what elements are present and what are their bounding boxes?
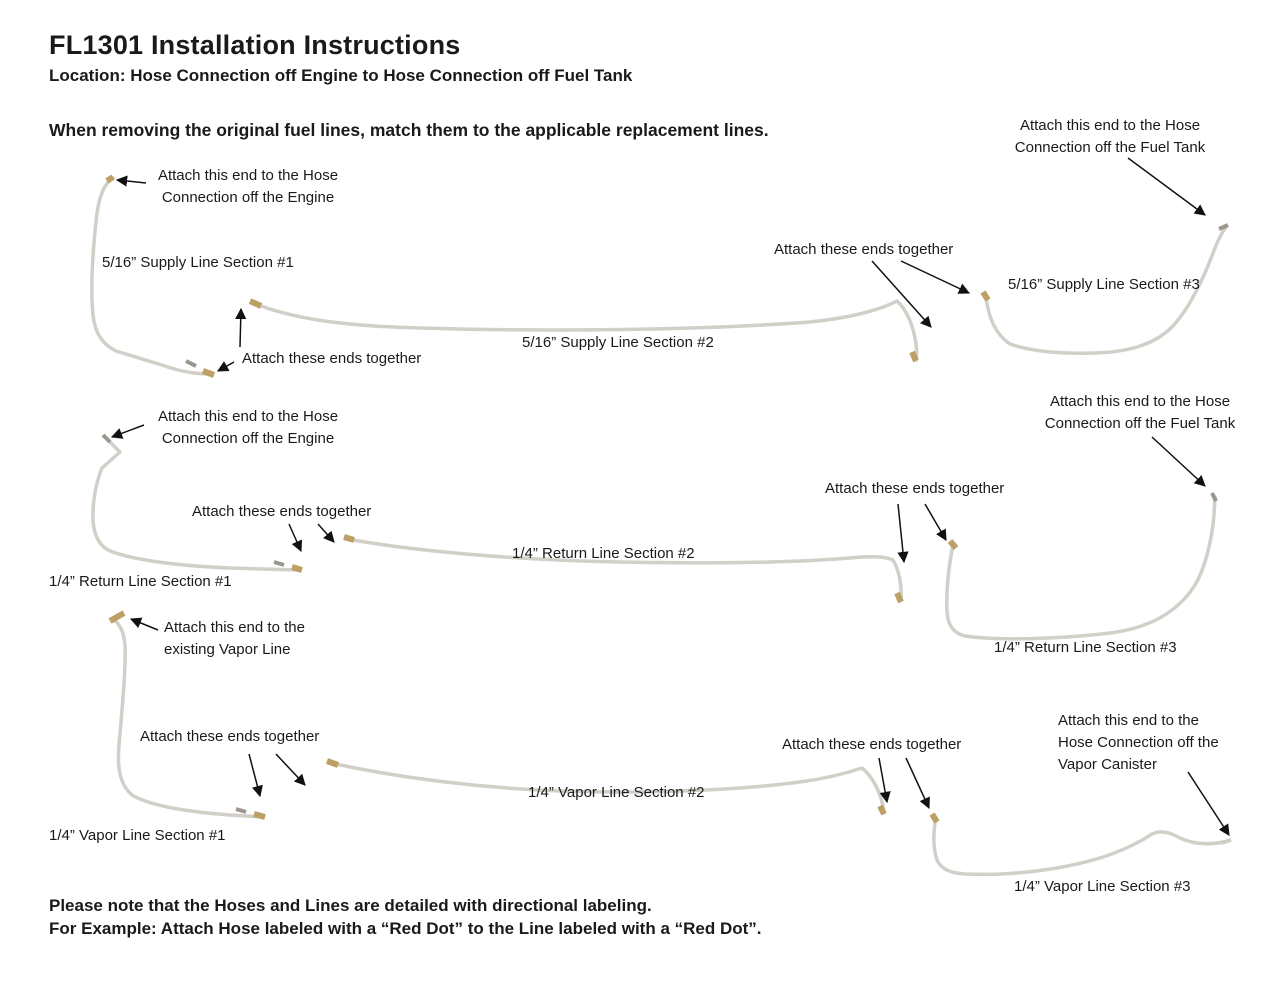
vapor-line-1-path (111, 617, 264, 819)
vapor-join23-arrow-left (878, 757, 891, 804)
vapor-line-2-path (329, 761, 886, 815)
fuel-line-tubes (90, 176, 1230, 877)
return-line-1-path (91, 436, 300, 572)
vapor-canister-arrow (1187, 771, 1230, 836)
supply-line-2-path (251, 299, 919, 362)
return-line-3-path (945, 495, 1217, 641)
page-location-subtitle: Location: Hose Connection off Engine to … (49, 66, 633, 85)
red-dot-example-note: For Example: Attach Hose labeled with a … (49, 919, 762, 938)
return-join12-arrow-right (317, 523, 335, 543)
vapor-section3-label: 1/4” Vapor Line Section #3 (1014, 878, 1191, 895)
return-section2-label: 1/4” Return Line Section #2 (512, 545, 695, 562)
vapor-section2-label: 1/4” Vapor Line Section #2 (528, 784, 705, 801)
vapor-existing-attach-note: Attach this end to the existing Vapor Li… (164, 619, 305, 658)
supply-line-1-path (90, 176, 212, 376)
return-join23-note: Attach these ends together (825, 480, 1005, 497)
return-line-2-path (345, 537, 903, 602)
vapor-canister-attach-note: Attach this end to the Hose Connection o… (1058, 712, 1219, 773)
directional-labeling-note: Please note that the Hoses and Lines are… (49, 896, 652, 915)
supply-join12-arrow-down (217, 361, 235, 372)
supply-engine-attach-note: Attach this end to the Hose Connection o… (157, 167, 339, 206)
return-join23-arrow-left (897, 503, 909, 564)
return-section3-label: 1/4” Return Line Section #3 (994, 639, 1177, 656)
supply-tank-arrow (1127, 157, 1206, 216)
annotation-arrows (110, 157, 1230, 836)
vapor-line-3-path (932, 816, 1230, 877)
return-join12-note: Attach these ends together (192, 503, 372, 520)
supply-engine-arrow (115, 175, 147, 187)
supply-tank-attach-note: Attach this end to the Hose Connection o… (1014, 117, 1206, 156)
return-section1-label: 1/4” Return Line Section #1 (49, 573, 232, 590)
supply-join12-arrow-up (235, 307, 247, 348)
line-fittings (101, 174, 1232, 845)
return-engine-attach-note: Attach this end to the Hose Connection o… (157, 408, 339, 447)
vapor-join23-arrow-right (905, 757, 930, 810)
return-join23-arrow-right (924, 503, 947, 541)
supply-join12-note: Attach these ends together (242, 350, 422, 367)
supply-line-3-path (984, 225, 1228, 355)
supply-section3-label: 5/16” Supply Line Section #3 (1008, 276, 1200, 293)
return-tank-arrow (1151, 436, 1206, 487)
supply-join23-arrow-left (871, 260, 932, 328)
return-engine-arrow (110, 424, 145, 439)
vapor-join12-arrow-left (248, 753, 263, 798)
page-title: FL1301 Installation Instructions (49, 30, 461, 60)
return-join12-arrow-left (288, 523, 303, 553)
vapor-existing-arrow (129, 617, 159, 631)
supply-section2-label: 5/16” Supply Line Section #2 (522, 334, 714, 351)
matching-instruction: When removing the original fuel lines, m… (49, 120, 769, 140)
vapor-join12-note: Attach these ends together (140, 728, 320, 745)
vapor-join12-arrow-right (275, 753, 306, 786)
supply-section1-label: 5/16” Supply Line Section #1 (102, 254, 294, 271)
vapor-section1-label: 1/4” Vapor Line Section #1 (49, 827, 226, 844)
vapor-join23-note: Attach these ends together (782, 736, 962, 753)
return-tank-attach-note: Attach this end to the Hose Connection o… (1044, 393, 1236, 432)
supply-join23-arrow-right (900, 260, 971, 294)
supply-join23-note: Attach these ends together (774, 241, 954, 258)
